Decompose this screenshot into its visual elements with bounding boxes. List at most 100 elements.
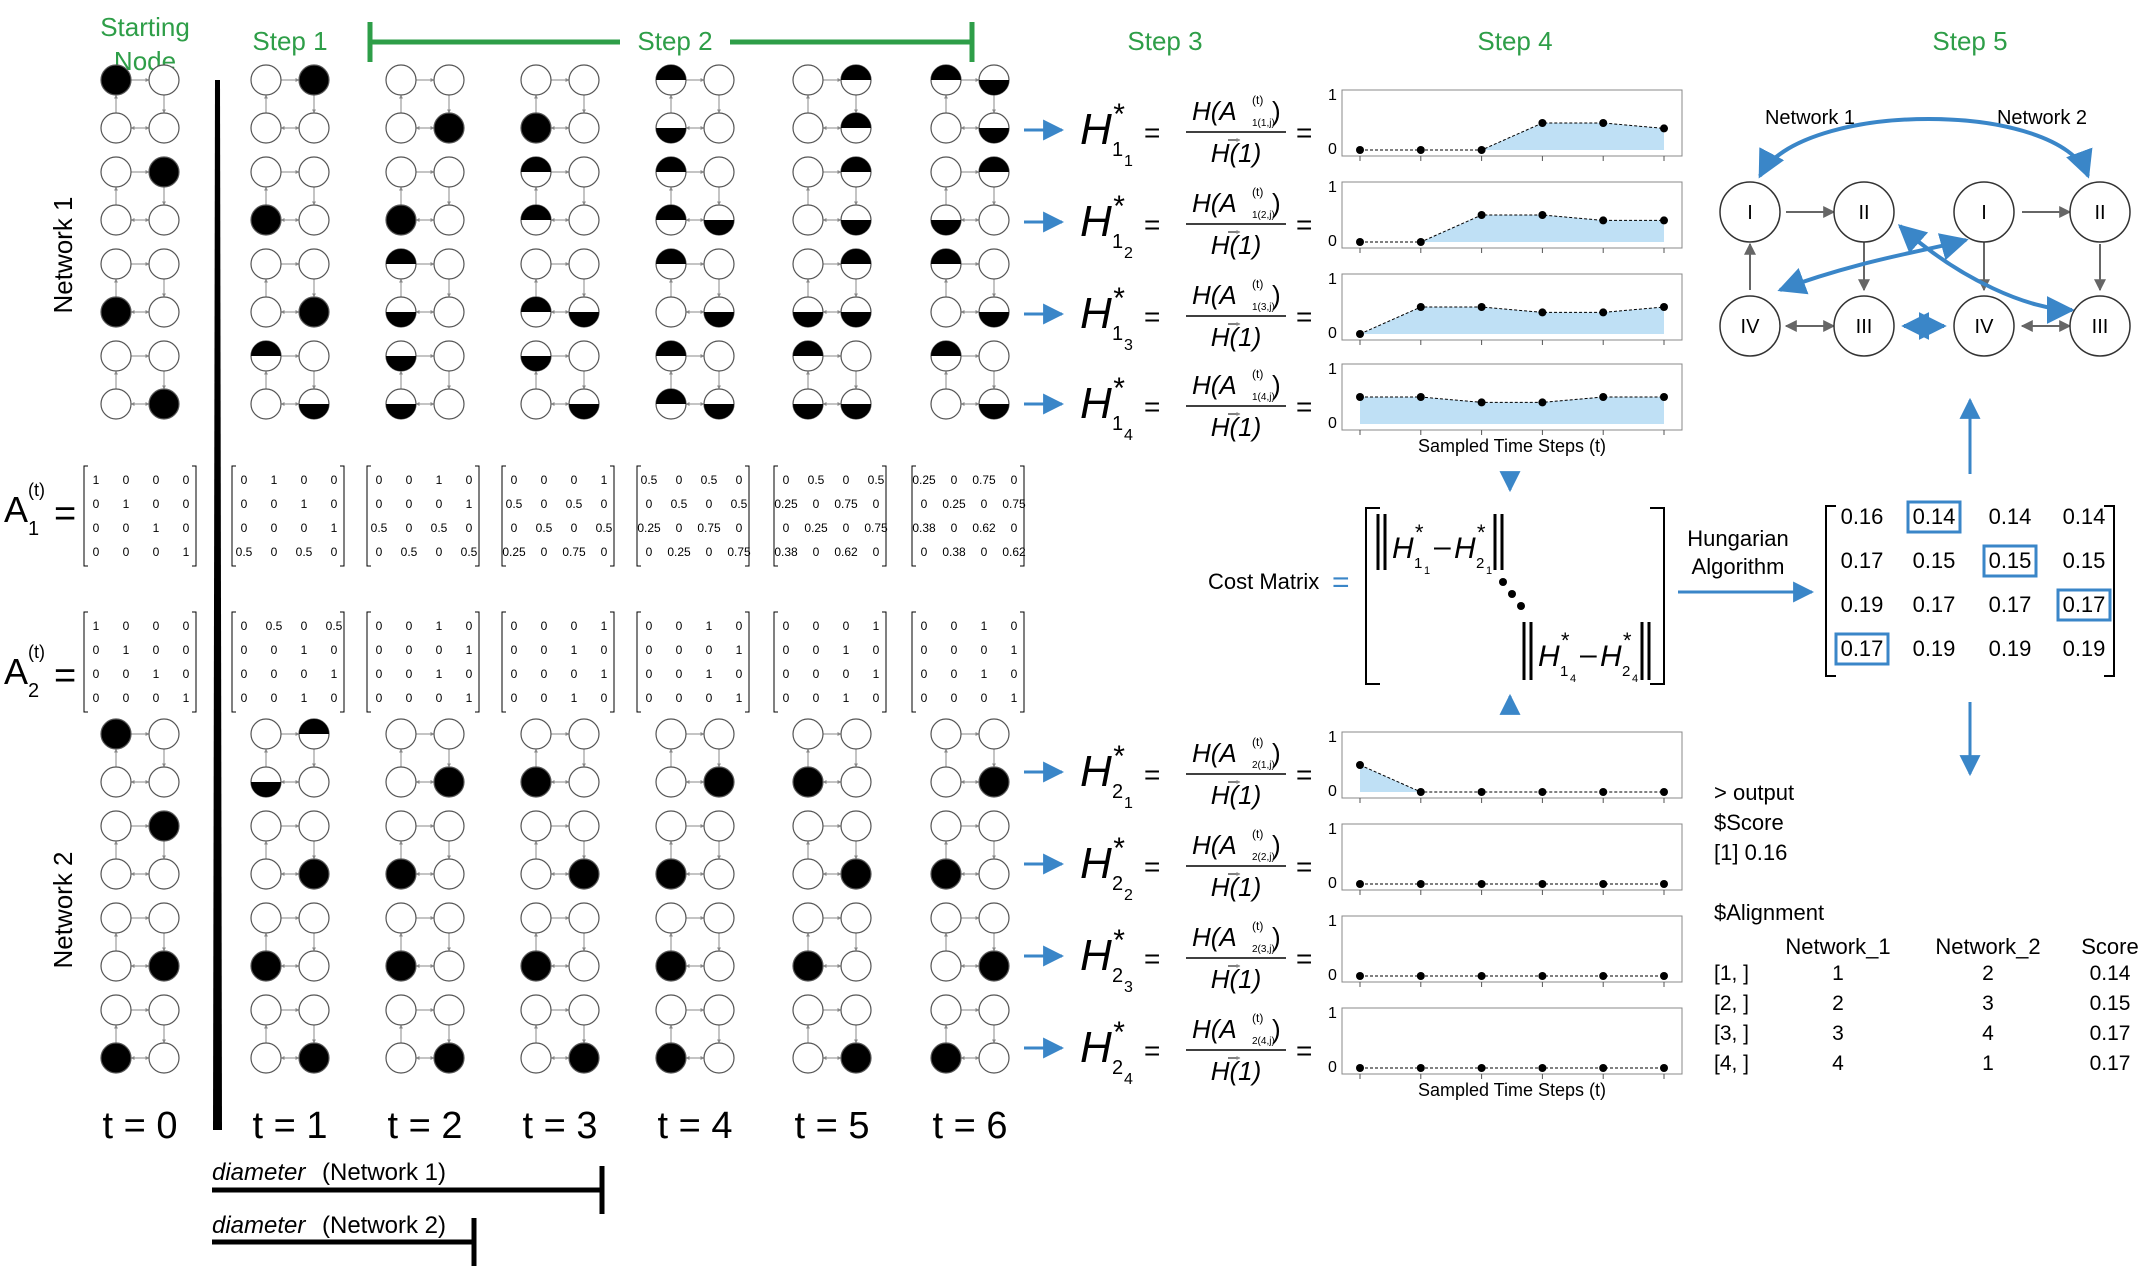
h-numerator: H(A (1192, 96, 1237, 126)
a1-subscript: 1 (28, 518, 39, 540)
matrix-cell: 0 (466, 473, 473, 487)
node (385, 112, 417, 144)
matrix-cell: 0 (406, 691, 413, 705)
chart-point (1356, 393, 1364, 401)
net1-grid-t6-row2 (930, 156, 1010, 236)
node (433, 858, 465, 890)
node (930, 296, 962, 328)
h-numerator: H(A (1192, 280, 1237, 310)
node (655, 112, 687, 144)
matrix-cell: 0 (813, 497, 820, 511)
node (703, 950, 735, 982)
node (385, 950, 417, 982)
matrix-cell: 1 (736, 643, 743, 657)
matrix-cell: 0 (646, 643, 653, 657)
net2-grid-t2-row4 (385, 994, 465, 1074)
matrix-cell: 0 (706, 497, 713, 511)
hungarian-line2: Algorithm (1692, 554, 1785, 579)
node (298, 248, 330, 280)
matrix-cell: 0 (271, 667, 278, 681)
chart-y-min: 0 (1328, 141, 1337, 158)
matrix-cell: 0.75 (562, 545, 586, 559)
net2-grid-t2-row1 (385, 718, 465, 798)
matrix-cell: 0 (153, 691, 160, 705)
header-step-2: Step 2 (637, 26, 712, 56)
matrix-cell: 0.5 (641, 473, 658, 487)
h-star-formulas: H*11=H(A(t)1(1,j))H(1)=H*12=H(A(t)1(2,j)… (1024, 93, 1312, 1088)
h-star-network-sub: 2 (1112, 965, 1123, 987)
net1-grid-t5-row2 (792, 156, 872, 236)
matrix-cell: 0 (241, 643, 248, 657)
h-star-letter: H (1080, 747, 1112, 796)
a2-superscript: (t) (28, 642, 45, 662)
matrix-cell: 0 (123, 667, 130, 681)
h-numerator: H(A (1192, 188, 1237, 218)
matrix-cell: 0.38 (912, 521, 936, 535)
norm-bot-h1-sub: 1 (1560, 663, 1568, 680)
matrix-cell: 0.5 (596, 521, 613, 535)
matrix-cell: 1 (981, 667, 988, 681)
node (148, 204, 180, 236)
matrix-cell: 0.62 (834, 545, 858, 559)
h-star-network-sub: 1 (1112, 231, 1123, 253)
h-numerator-sub: 2(1,j) (1252, 760, 1275, 771)
matrix-cell: 0 (541, 667, 548, 681)
matrix-cell: 0 (153, 473, 160, 487)
node (840, 950, 872, 982)
h-star-formula-2-3: H*23=H(A(t)2(3,j))H(1)= (1024, 919, 1312, 996)
node (703, 204, 735, 236)
matrix-cell: 0 (406, 643, 413, 657)
output-row-network-1: 4 (1832, 1052, 1844, 1075)
chart-line (1360, 122, 1665, 151)
node (930, 340, 962, 372)
chart-point (1660, 216, 1668, 225)
chart-y-min: 0 (1328, 233, 1337, 250)
node (250, 994, 282, 1026)
matrix-cell: 0 (676, 521, 683, 535)
h-star-node-sub: 2 (1124, 887, 1133, 904)
highlight-box (1982, 544, 2038, 578)
matrix-cell: 0 (301, 667, 308, 681)
diameter-1-net: (Network 1) (322, 1159, 446, 1186)
matrix-cell: 0 (813, 545, 820, 559)
node (520, 950, 552, 982)
step5-network-1-label: Network 1 (1765, 107, 1855, 129)
net2-grid-t1-row4 (250, 994, 330, 1074)
a1-label: A 1 (t) = (4, 480, 76, 540)
node (298, 810, 330, 842)
chart-point (1599, 788, 1608, 796)
h-star-asterisk: * (1112, 282, 1125, 315)
matrix-cell: 0 (873, 497, 880, 511)
node (385, 156, 417, 188)
node (655, 340, 687, 372)
output-header-network-1: Network_1 (1785, 934, 1890, 959)
output-row-index: [3, ] (1714, 1022, 1749, 1045)
node (978, 388, 1010, 420)
node (703, 718, 735, 750)
matrix-cell: 0 (301, 473, 308, 487)
chart-point (1599, 1064, 1608, 1072)
node (100, 902, 132, 934)
result-cell: 0.19 (2063, 636, 2106, 661)
node (100, 950, 132, 982)
result-cell: 0.17 (1841, 548, 1884, 573)
output-row-index: [4, ] (1714, 1052, 1749, 1075)
cost-matrix-label: Cost Matrix (1208, 569, 1319, 594)
matrix-cell: 0 (646, 497, 653, 511)
matrix-cell: 0.5 (536, 521, 553, 535)
h-star-asterisk: * (1112, 1016, 1125, 1049)
chart-area (1360, 123, 1664, 150)
matrix-cell: 0 (153, 497, 160, 511)
node (250, 388, 282, 420)
net2-grid-t5-row4 (792, 994, 872, 1074)
network-1-walk-grids (100, 64, 1010, 420)
node (148, 766, 180, 798)
time-label-t2: t = 2 (388, 1105, 463, 1147)
chart-line (1360, 396, 1664, 403)
diameter-network-1: diameter (Network 1) (212, 1159, 605, 1214)
node (148, 156, 180, 188)
